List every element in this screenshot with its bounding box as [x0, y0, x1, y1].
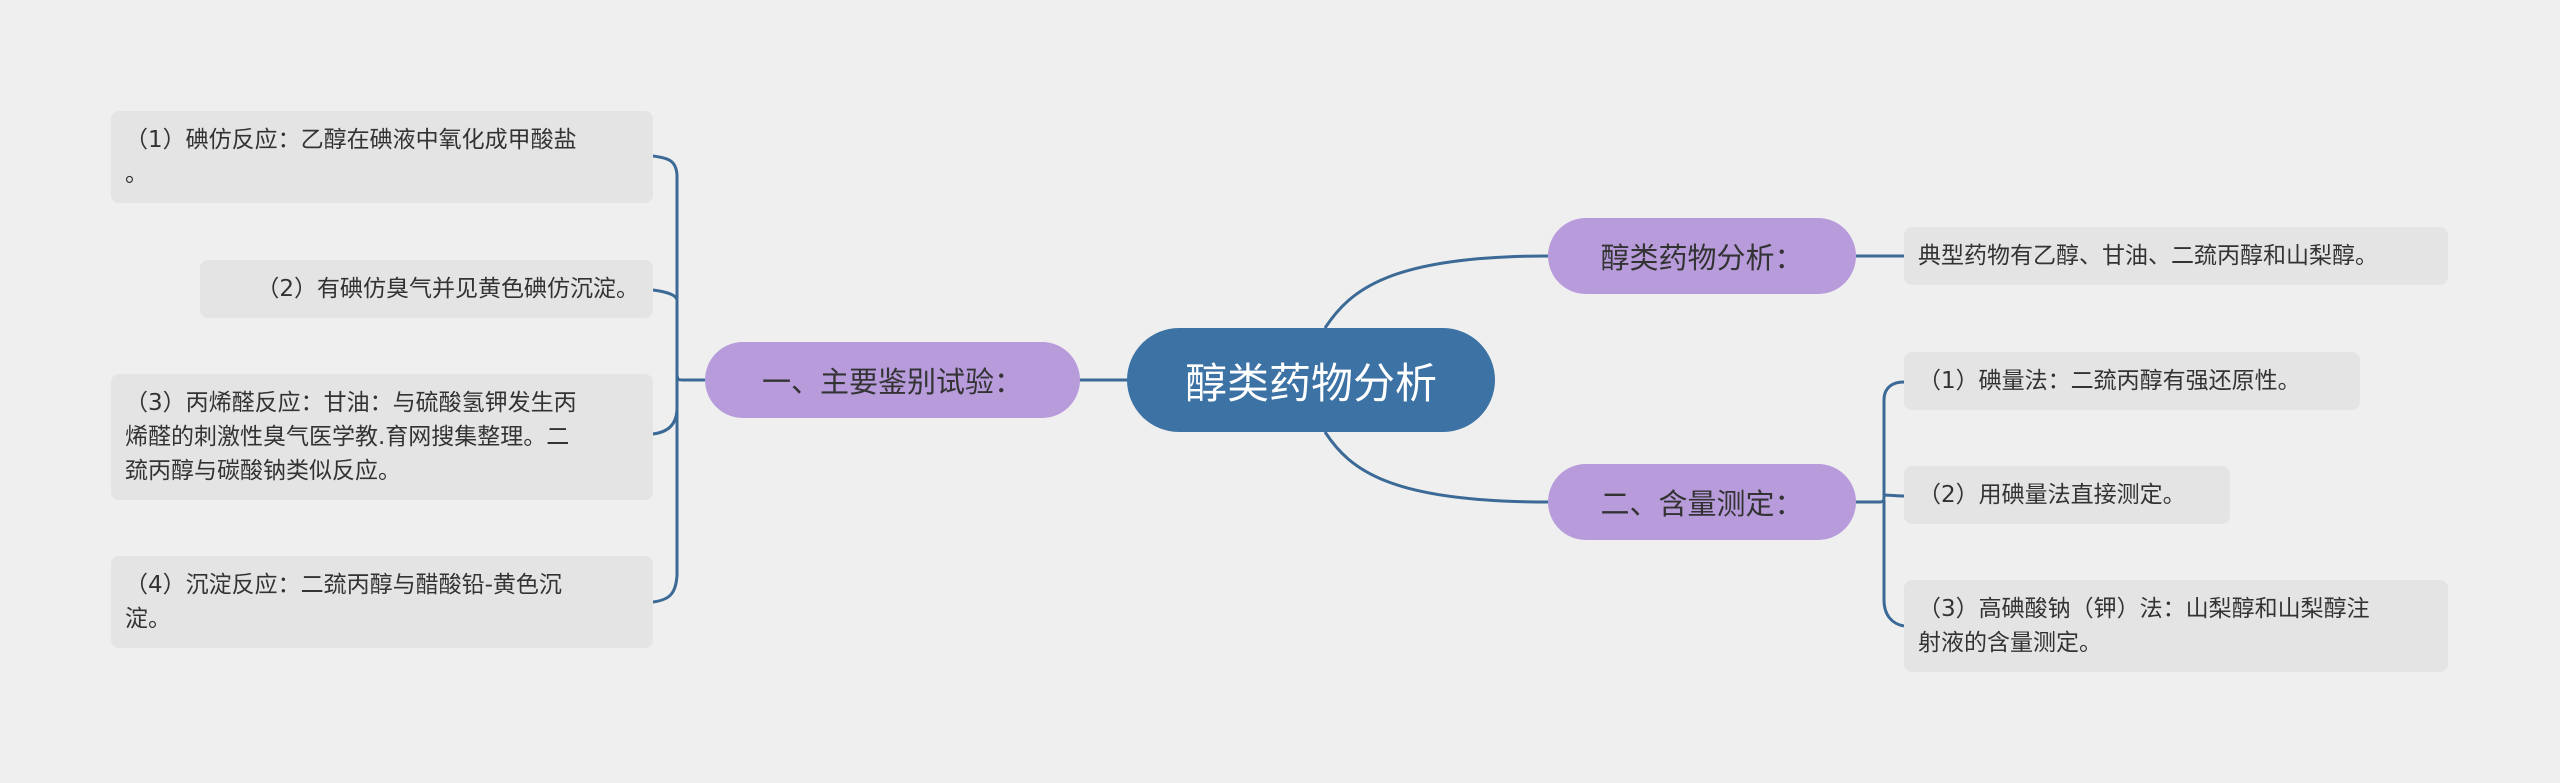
connector-root-right-bottom — [1323, 431, 1549, 504]
leaf-typical-drugs[interactable]: 典型药物有乙醇、甘油、二巯丙醇和山梨醇。 — [1904, 227, 2448, 285]
leaf-iodometry[interactable]: （1）碘量法：二巯丙醇有强还原性。 — [1904, 352, 2360, 410]
branch-identification-tests[interactable]: 一、主要鉴别试验： — [705, 342, 1080, 418]
leaf-acrolein-reaction[interactable]: （3）丙烯醛反应：甘油：与硫酸氢钾发生丙 烯醛的刺激性臭气医学教.育网搜集整理。… — [111, 374, 653, 500]
branch-label: 二、含量测定： — [1600, 487, 1804, 521]
branch-label: 醇类药物分析： — [1600, 241, 1804, 275]
leaf-direct-iodometric-titration[interactable]: （2）用碘量法直接测定。 — [1904, 466, 2230, 524]
connector-left-leaf-1 — [652, 154, 705, 382]
branch-content-determination[interactable]: 二、含量测定： — [1548, 464, 1856, 540]
root-topic[interactable]: 醇类药物分析 — [1127, 328, 1495, 432]
connector-left-leaf-3 — [652, 409, 679, 436]
branch-label: 一、主要鉴别试验： — [761, 365, 1023, 399]
leaf-precipitation-reaction[interactable]: （4）沉淀反应：二巯丙醇与醋酸铅-黄色沉 淀。 — [111, 556, 653, 648]
leaf-periodate-method[interactable]: （3）高碘酸钠（钾）法：山梨醇和山梨醇注 射液的含量测定。 — [1904, 580, 2448, 672]
root-topic-label: 醇类药物分析 — [1184, 358, 1437, 408]
branch-alcohol-drug-analysis[interactable]: 醇类药物分析： — [1548, 218, 1856, 294]
leaf-iodoform-odor[interactable]: （2）有碘仿臭气并见黄色碘仿沉淀。 — [200, 260, 653, 318]
connector-right-bottom-leaf-1 — [1856, 380, 1905, 504]
connector-left-leaf-4 — [652, 375, 679, 604]
connector-right-bottom-leaf-3 — [1882, 500, 1905, 628]
connector-right-bottom-leaf-2 — [1882, 493, 1905, 498]
connector-left-leaf-2 — [652, 288, 679, 301]
connector-root-right-top — [1323, 254, 1549, 329]
leaf-iodoform-reaction[interactable]: （1）碘仿反应：乙醇在碘液中氧化成甲酸盐 。 — [111, 111, 653, 203]
